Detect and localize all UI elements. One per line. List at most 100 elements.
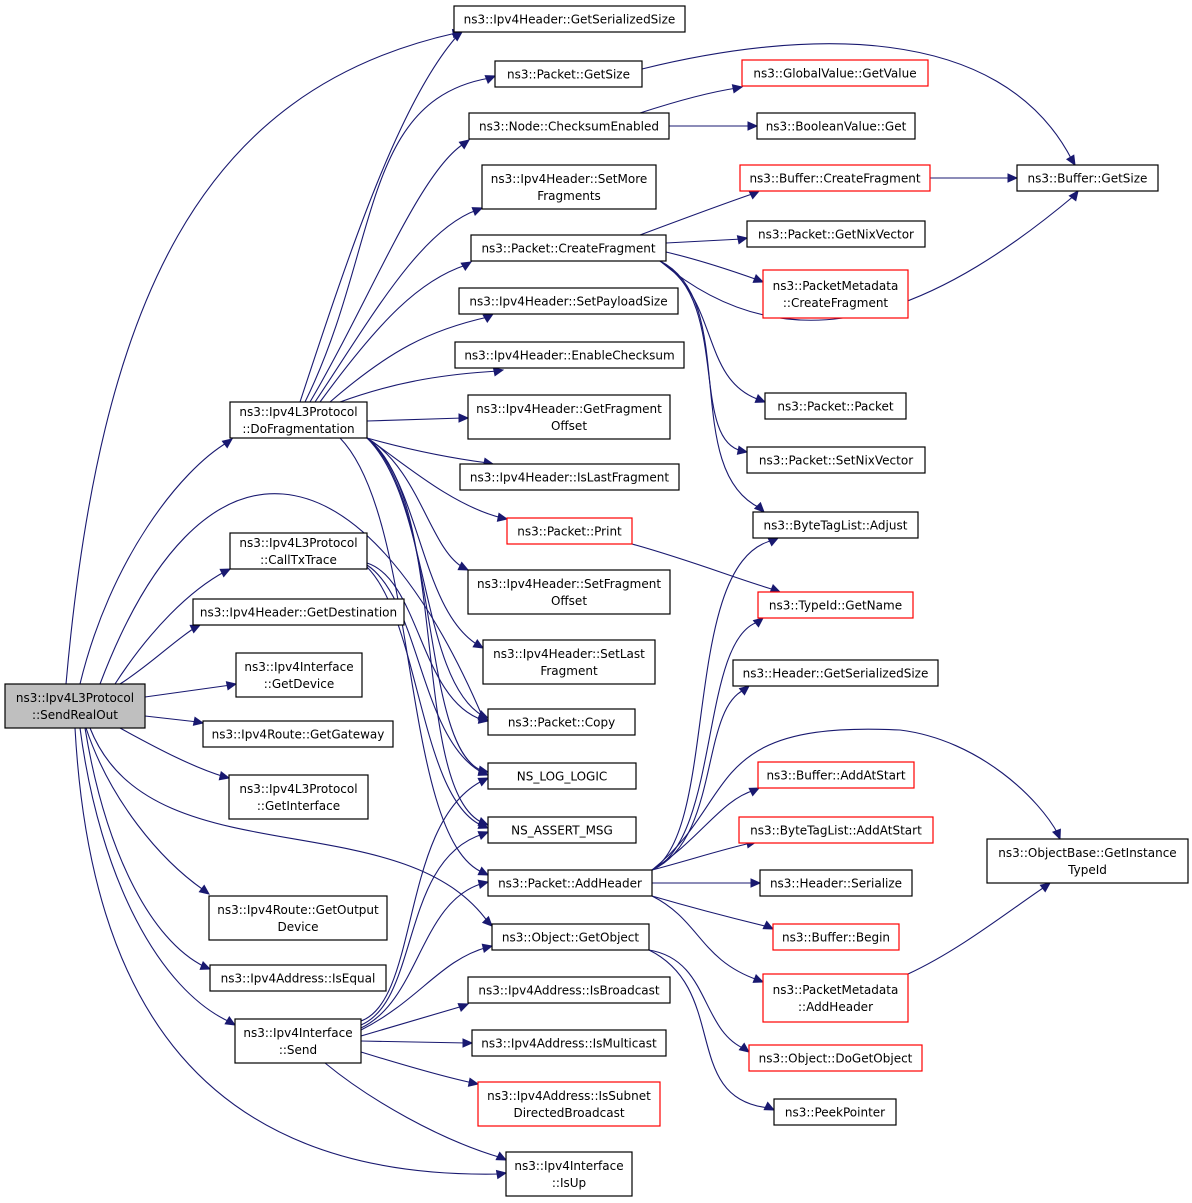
edge-n12-to-n31: [639, 84, 744, 114]
node-label-line: ns3::Ipv4Address::IsSubnet: [487, 1089, 651, 1103]
node-ns3-bytetaglist-addatstart[interactable]: ns3::ByteTagList::AddAtStart: [738, 816, 934, 844]
node-box: [229, 532, 368, 570]
node-ns3-ipv4header-getdestination[interactable]: ns3::Ipv4Header::GetDestination: [192, 598, 405, 626]
node-box: [487, 708, 636, 736]
node-label-line: ns3::PacketMetadata: [773, 279, 899, 293]
node-ns3-packet-copy[interactable]: ns3::Packet::Copy: [487, 708, 636, 736]
node-ns3-ipv4l3protocol-calltxtrace[interactable]: ns3::Ipv4L3Protocol::CallTxTrace: [229, 532, 368, 570]
node-label-line: ns3::Object::GetObject: [502, 931, 640, 945]
node-label-line: ns3::Ipv4Header::GetFragment: [476, 402, 662, 416]
node-box: [752, 511, 919, 539]
edge-n9-to-n24: [360, 831, 490, 1026]
node-box: [505, 1151, 633, 1197]
node-ns3-header-getserializedsize[interactable]: ns3::Header::GetSerializedSize: [732, 659, 939, 687]
edge-n1-to-n10: [299, 31, 463, 403]
node-label-line: ns3::Ipv4Route::GetOutput: [217, 903, 379, 917]
node-ns3-object-getobject[interactable]: ns3::Object::GetObject: [491, 923, 650, 951]
node-label-line: ns3::Ipv4Interface: [514, 1159, 623, 1173]
node-box: [762, 269, 909, 319]
node-ns3-ipv4address-ismulticast[interactable]: ns3::Ipv4Address::IsMulticast: [471, 1029, 667, 1057]
node-ns3-packet-getsize[interactable]: ns3::Packet::GetSize: [494, 60, 643, 88]
node-box: [453, 5, 686, 33]
node-ns3-booleanvalue-get[interactable]: ns3::BooleanValue::Get: [756, 112, 916, 140]
node-label-line: ns3::Ipv4Route::GetGateway: [212, 728, 385, 742]
edge-n25-to-n41: [651, 787, 761, 871]
node-label-line: ns3::PeekPointer: [785, 1106, 885, 1120]
node-ns3-ipv4l3protocol-sendrealout[interactable]: ns3::Ipv4L3Protocol::SendRealOut: [4, 683, 146, 729]
node-box: [467, 976, 671, 1004]
node-ns3-peekpointer[interactable]: ns3::PeekPointer: [773, 1098, 897, 1126]
node-label-line: ns3::PacketMetadata: [773, 983, 899, 997]
edge-n9-to-n26: [360, 943, 494, 1031]
edge-n14-to-n34: [665, 235, 749, 245]
edge-n2-to-n22: [366, 562, 490, 724]
node-label-line: ns3::Ipv4Interface: [243, 1026, 352, 1040]
node-box: [4, 683, 146, 729]
node-label-line: ns3::Ipv4Address::IsEqual: [221, 972, 376, 986]
node-ns3-object-dogetobject[interactable]: ns3::Object::DoGetObject: [748, 1044, 923, 1072]
node-box: [746, 446, 926, 474]
node-ns3-ipv4interface-isup[interactable]: ns3::Ipv4Interface::IsUp: [505, 1151, 633, 1197]
node-ns3-node-checksumenabled[interactable]: ns3::Node::ChecksumEnabled: [468, 112, 670, 140]
node-label-line: Fragment: [540, 664, 598, 678]
node-ns3-packet-createfragment[interactable]: ns3::Packet::CreateFragment: [470, 234, 667, 262]
node-box: [756, 112, 916, 140]
node-box: [467, 394, 671, 440]
node-label-line: ns3::Header::Serialize: [770, 877, 902, 891]
node-box: [209, 964, 387, 992]
node-ns3-buffer-getsize[interactable]: ns3::Buffer::GetSize: [1016, 164, 1159, 192]
node-label-line: ns3::Ipv4Header::GetSerializedSize: [464, 13, 676, 27]
node-box: [748, 1044, 923, 1072]
node-ns3-bytetaglist-adjust[interactable]: ns3::ByteTagList::Adjust: [752, 511, 919, 539]
node-ns3-ipv4header-getserializedsize[interactable]: ns3::Ipv4Header::GetSerializedSize: [453, 5, 686, 33]
node-ns3-buffer-addatstart[interactable]: ns3::Buffer::AddAtStart: [757, 761, 915, 789]
node-ns3-packet-getnixvector[interactable]: ns3::Packet::GetNixVector: [746, 220, 926, 248]
node-ns3-ipv4header-enablechecksum[interactable]: ns3::Ipv4Header::EnableChecksum: [454, 341, 685, 369]
node-ns3-packet-addheader[interactable]: ns3::Packet::AddHeader: [487, 869, 653, 897]
node-ns3-ipv4address-isbroadcast[interactable]: ns3::Ipv4Address::IsBroadcast: [467, 976, 671, 1004]
node-box: [482, 639, 656, 685]
node-ns3-packet-packet[interactable]: ns3::Packet::Packet: [764, 392, 907, 420]
edge-n45-to-n49: [907, 882, 1051, 975]
node-ns3-ipv4route-getgateway[interactable]: ns3::Ipv4Route::GetGateway: [202, 720, 394, 748]
node-ns3-globalvalue-getvalue[interactable]: ns3::GlobalValue::GetValue: [741, 59, 929, 87]
node-label-line: ns3::Object::DoGetObject: [759, 1052, 913, 1066]
edge-n25-to-n49: [651, 728, 1061, 871]
node-ns3-ipv4interface-send[interactable]: ns3::Ipv4Interface::Send: [234, 1018, 362, 1064]
node-box: [481, 164, 657, 210]
node-ns3-ipv4address-issubnetdirectedbroadcast[interactable]: ns3::Ipv4Address::IsSubnetDirectedBroadc…: [477, 1081, 661, 1127]
node-ns3-packetmetadata-createfragment[interactable]: ns3::PacketMetadata::CreateFragment: [762, 269, 909, 319]
node-ns3-packet-setnixvector[interactable]: ns3::Packet::SetNixVector: [746, 446, 926, 474]
node-ns3-ipv4header-islastfragment[interactable]: ns3::Ipv4Header::IsLastFragment: [459, 463, 680, 491]
node-ns3-ipv4header-setpayloadsize[interactable]: ns3::Ipv4Header::SetPayloadSize: [458, 287, 679, 315]
node-ns3-packet-print[interactable]: ns3::Packet::Print: [506, 517, 633, 545]
node-label-line: Device: [277, 920, 318, 934]
node-ns3-header-serialize[interactable]: ns3::Header::Serialize: [759, 869, 913, 897]
node-ns3-ipv4l3protocol-dofragmentation[interactable]: ns3::Ipv4L3Protocol::DoFragmentation: [229, 401, 368, 439]
node-box: [487, 869, 653, 897]
node-ns3-buffer-begin[interactable]: ns3::Buffer::Begin: [772, 923, 900, 951]
edge-n0-to-n1: [79, 438, 233, 685]
node-label-line: ns3::Buffer::Begin: [782, 931, 890, 945]
node-box: [759, 869, 913, 897]
node-label-line: ns3::Ipv4Header::EnableChecksum: [464, 349, 674, 363]
node-label-line: ns3::Ipv4Header::SetPayloadSize: [469, 295, 667, 309]
node-ns-log-logic[interactable]: NS_LOG_LOGIC: [487, 762, 637, 790]
node-ns-assert-msg[interactable]: NS_ASSERT_MSG: [487, 816, 637, 844]
node-ns3-packetmetadata-addheader[interactable]: ns3::PacketMetadata::AddHeader: [762, 973, 909, 1023]
node-label-line: ns3::Ipv4L3Protocol: [239, 405, 357, 419]
node-ns3-ipv4address-isequal[interactable]: ns3::Ipv4Address::IsEqual: [209, 964, 387, 992]
node-label-line: ns3::Packet::GetSize: [507, 68, 630, 82]
node-ns3-ipv4l3protocol-getinterface[interactable]: ns3::Ipv4L3Protocol::GetInterface: [228, 774, 369, 820]
node-label-line: ns3::Packet::Copy: [508, 716, 615, 730]
node-ns3-ipv4interface-getdevice[interactable]: ns3::Ipv4Interface::GetDevice: [235, 652, 363, 698]
node-ns3-buffer-createfragment[interactable]: ns3::Buffer::CreateFragment: [739, 164, 931, 192]
node-ns3-typeid-getname[interactable]: ns3::TypeId::GetName: [757, 591, 914, 619]
